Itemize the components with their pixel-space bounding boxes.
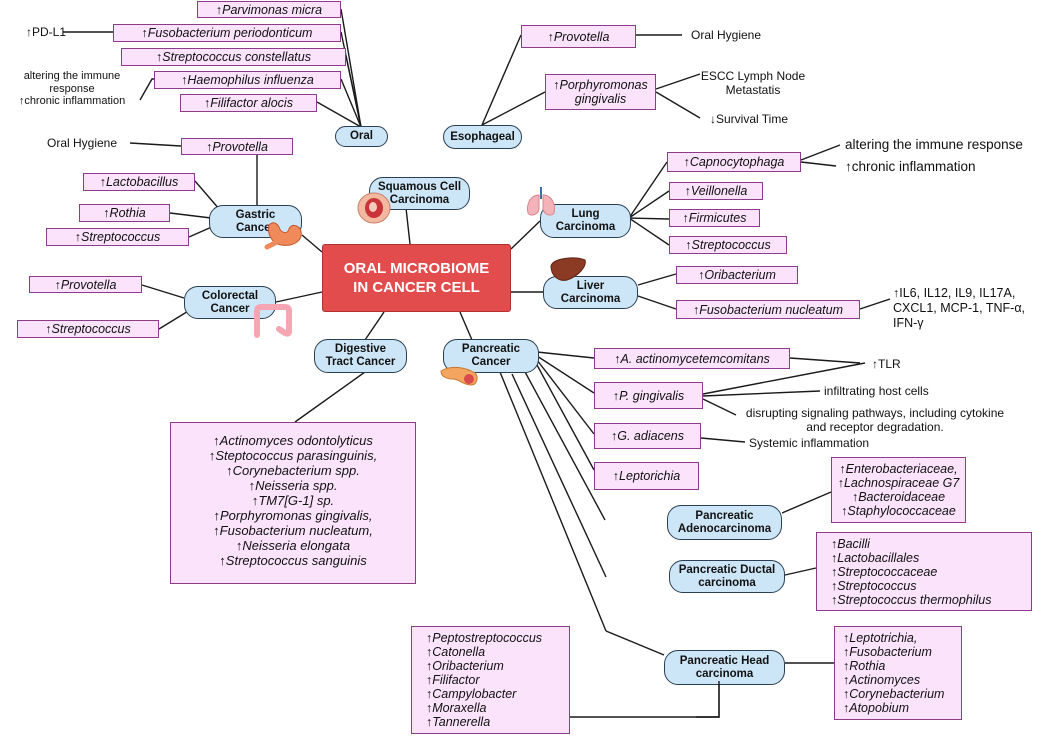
note-disrupting: disrupting signaling pathways, including… [745, 406, 1005, 434]
microbe-box: ↑Streptococcus constellatus [121, 48, 346, 66]
microbe-item: ↑Tannerella [426, 715, 491, 729]
microbe-item: ↑Moraxella [426, 701, 487, 715]
microbe-item: ↑Staphylococcaceae [841, 504, 956, 518]
microbe-item: ↑Corynebacterium spp. [226, 463, 360, 478]
note-systemic-inflammation: Systemic inflammation [749, 436, 870, 450]
microbe-box: ↑Oribacterium [676, 266, 798, 284]
head-carcinoma-microbe-list-left: ↑Peptostreptococcus ↑Catonella ↑Oribacte… [411, 626, 570, 734]
microbe-box: ↑Filifactor alocis [180, 94, 317, 112]
microbe-item: ↑Actinomyces odontolyticus [213, 433, 373, 448]
squamous-lesion-icon [357, 192, 391, 224]
category-colorectal-cancer: Colorectal Cancer [184, 286, 276, 319]
microbe-item: ↑Campylobacter [426, 687, 517, 701]
microbe-item: ↑Streptococcus thermophilus [831, 593, 992, 607]
pancreas-icon [440, 366, 478, 386]
microbe-box: ↑Provotella [521, 25, 636, 48]
note-survival-time: ↓Survival Time [710, 112, 789, 126]
note-tlr: ↑TLR [872, 357, 901, 371]
category-esophageal: Esophageal [443, 125, 522, 149]
microbe-item: ↑Rothia [843, 659, 886, 673]
microbe-box: ↑P. gingivalis [594, 382, 703, 409]
microbe-box: ↑Fusobacterium nucleatum [676, 300, 860, 319]
category-pancreatic-head-carcinoma: Pancreatic Head carcinoma [664, 650, 785, 685]
microbe-item: ↑Porphyromonas gingivalis, [213, 508, 373, 523]
microbe-item: ↑Atopobium [843, 701, 910, 715]
microbe-item: ↑Lachnospiraceae G7 [837, 476, 960, 490]
microbe-box: ↑Lactobacillus [83, 173, 195, 191]
microbe-item: ↑Corynebacterium [843, 687, 945, 701]
microbe-box: ↑Veillonella [669, 182, 763, 200]
category-pancreatic-adenocarcinoma: Pancreatic Adenocarcinoma [667, 505, 782, 540]
microbe-item: ↑Fusobacterium nucleatum, [213, 523, 373, 538]
category-gastric-cancer: Gastric Cancer [209, 205, 302, 238]
microbe-item: ↑TM7[G-1] sp. [251, 493, 335, 508]
microbe-box: ↑A. actinomycetemcomitans [594, 348, 790, 369]
microbe-item: ↑Peptostreptococcus [426, 631, 543, 645]
liver-icon [550, 257, 586, 281]
colon-icon [254, 304, 292, 338]
microbe-item: ↑Streptococcus [831, 579, 917, 593]
microbe-box: ↑Leptorichia [594, 462, 699, 490]
ductal-microbe-list: ↑Bacilli ↑Lactobacillales ↑Streptococcac… [816, 532, 1032, 611]
note-oral-hygiene: Oral Hygiene [691, 28, 762, 42]
microbe-box: ↑Streptococcus [669, 236, 787, 254]
microbe-item: ↑Enterobacteriaceae, [839, 462, 958, 476]
note-lung-immune: altering the immune response ↑chronic in… [845, 137, 1023, 174]
microbe-box: ↑Fusobacterium periodonticum [113, 24, 341, 42]
note-immune-response: altering the immune response ↑chronic in… [18, 70, 126, 107]
microbe-box: ↑Streptococcus [17, 320, 159, 338]
category-liver-carcinoma: Liver Carcinoma [543, 276, 638, 309]
microbe-box: ↑Rothia [79, 204, 170, 222]
microbe-item: ↑Bacteroidaceae [851, 490, 946, 504]
microbe-box: ↑G. adiacens [594, 423, 701, 449]
adenocarcinoma-microbe-list: ↑Enterobacteriaceae, ↑Lachnospiraceae G7… [831, 457, 966, 523]
category-digestive-tract-cancer: Digestive Tract Cancer [314, 339, 407, 373]
microbe-item: ↑Steptococcus parasinguinis, [208, 448, 378, 463]
microbe-box: ↑Haemophilus influenza [154, 71, 341, 89]
note-pd-l1: ↑PD-L1 [26, 25, 67, 39]
microbe-item: ↑Streptococcus sanguinis [219, 553, 367, 568]
microbe-box: ↑Porphyromonas gingivalis [545, 74, 656, 110]
stomach-icon [264, 222, 302, 250]
note-cytokines: ↑IL6, IL12, IL9, IL17A, CXCL1, MCP-1, TN… [893, 286, 1026, 330]
category-oral: Oral [335, 126, 388, 147]
head-carcinoma-microbe-list-right: ↑Leptotrichia, ↑Fusobacterium ↑Rothia ↑A… [834, 626, 962, 720]
microbe-item: ↑Neisseria spp. [248, 478, 338, 493]
microbe-item: ↑Fusobacterium [843, 645, 932, 659]
microbe-item: ↑Lactobacillales [831, 551, 920, 565]
microbe-item: ↑Neisseria elongata [235, 538, 351, 553]
microbe-item: ↑Catonella [426, 645, 486, 659]
lungs-icon [527, 187, 555, 216]
microbe-item: ↑Oribacterium [426, 659, 504, 673]
microbe-item: ↑Leptotrichia, [843, 631, 918, 645]
microbe-box: ↑Provotella [181, 138, 293, 155]
microbe-box: ↑Firmicutes [669, 209, 760, 227]
digestive-microbe-list: ↑Actinomyces odontolyticus ↑Steptococcus… [170, 422, 416, 584]
microbe-item: ↑Streptococcaceae [831, 565, 938, 579]
note-infiltrating: infiltrating host cells [824, 384, 929, 398]
category-lung-carcinoma: Lung Carcinoma [540, 204, 631, 238]
note-escc-metastasis: ESCC Lymph Node Metastatis [700, 69, 806, 97]
center-oral-microbiome: ORAL MICROBIOME IN CANCER CELL [322, 244, 511, 312]
microbe-item: ↑Filifactor [426, 673, 480, 687]
microbe-box: ↑Provotella [29, 276, 142, 293]
category-pancreatic-ductal-carcinoma: Pancreatic Ductal carcinoma [669, 560, 785, 593]
note-oral-hygiene: Oral Hygiene [47, 136, 118, 150]
microbe-box: ↑Streptococcus [46, 228, 189, 246]
microbe-box: ↑Capnocytophaga [667, 152, 801, 172]
microbe-item: ↑Actinomyces [843, 673, 921, 687]
microbe-box: ↑Parvimonas micra [197, 1, 341, 18]
microbe-item: ↑Bacilli [831, 537, 870, 551]
